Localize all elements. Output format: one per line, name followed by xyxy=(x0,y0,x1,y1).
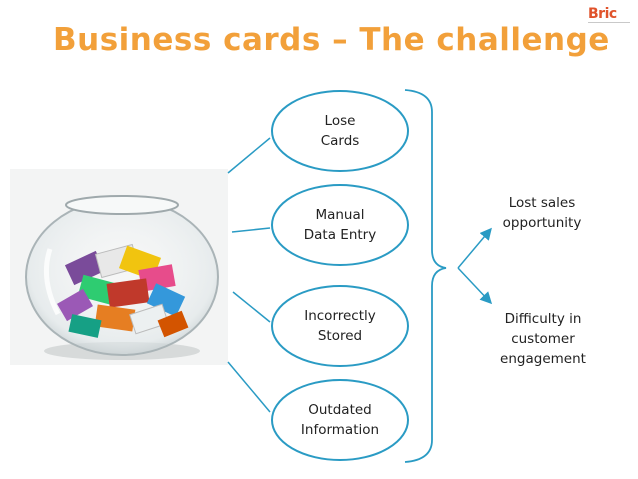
arrow-to-lost-sales xyxy=(457,227,492,269)
outcome-lost-sales: Lost sales opportunity xyxy=(502,195,582,231)
grouping-brace xyxy=(404,89,447,463)
arrow-to-difficulty xyxy=(457,267,493,305)
node-manual-entry-shape xyxy=(271,184,409,266)
fishbowl-image xyxy=(25,195,219,360)
slide-title: Business cards – The challenge xyxy=(53,22,610,58)
brand-logo: Bric xyxy=(588,6,630,30)
outcome-difficulty-engagement: Difficulty in customer engagement xyxy=(500,311,586,367)
brand-logo-text: Bric xyxy=(588,6,617,22)
node-lose-cards: Lose Cards xyxy=(320,113,360,149)
node-manual-data-entry: Manual Data Entry xyxy=(303,207,377,243)
connector-manual-entry xyxy=(231,227,271,233)
connector-incorrectly-stored xyxy=(232,291,271,323)
node-outdated-info-shape xyxy=(271,379,409,461)
fishbowl-photo xyxy=(10,169,228,365)
node-incorrectly-stored: Incorrectly Stored xyxy=(304,308,376,344)
node-incorrectly-stored-shape xyxy=(271,285,409,367)
connector-outdated-info xyxy=(227,361,271,413)
node-lose-cards-shape xyxy=(271,90,409,172)
brand-logo-underline xyxy=(588,22,630,26)
node-outdated-information: Outdated Information xyxy=(300,402,380,438)
connector-lose-cards xyxy=(227,137,271,174)
